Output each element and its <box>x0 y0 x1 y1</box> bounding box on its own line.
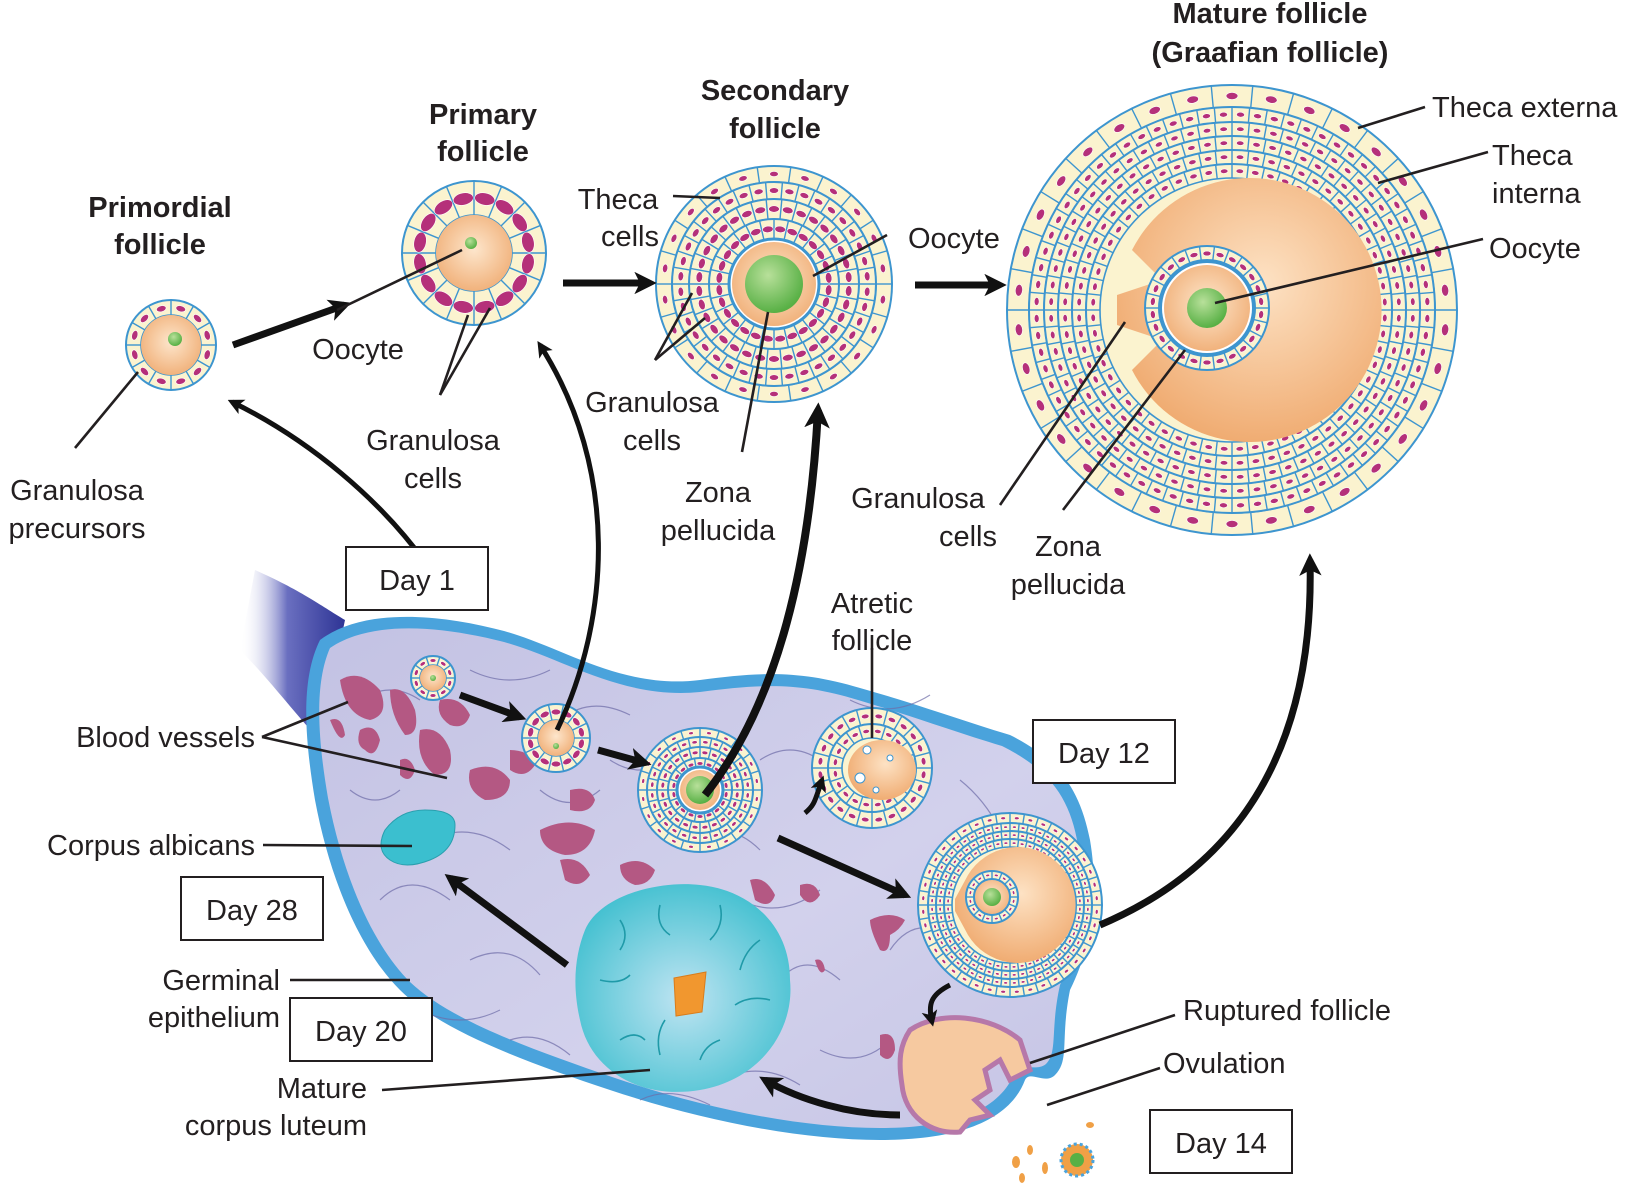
day-14-label: Day 14 <box>1175 1128 1267 1160</box>
label-mature-zona-line1: Zona <box>1035 531 1102 563</box>
title-secondary-line2: follicle <box>729 113 821 145</box>
label-primary-oocyte: Oocyte <box>312 334 404 366</box>
arrow-ovary-to-secondary <box>701 402 830 798</box>
title-mature-line1: Mature follicle <box>1173 0 1368 30</box>
day-box-14: Day 14 <box>1149 1109 1293 1174</box>
label-atretic-follicle-line1: Atretic <box>831 588 913 620</box>
label-mature-corpus-luteum-line2: corpus luteum <box>185 1110 367 1142</box>
secondary-follicle <box>655 165 893 403</box>
labels: Granulosa precursors Oocyte Granulosa ce… <box>9 92 1619 1142</box>
arrows <box>227 271 1322 1119</box>
arrow-to-rupture <box>921 982 952 1027</box>
label-ruptured-follicle: Ruptured follicle <box>1183 995 1391 1027</box>
day-box-1: Day 1 <box>345 546 489 611</box>
label-secondary-zona-line1: Zona <box>685 477 752 509</box>
day-12-label: Day 12 <box>1058 738 1150 770</box>
day-20-label: Day 20 <box>315 1016 407 1048</box>
label-atretic-follicle-line2: follicle <box>832 625 913 657</box>
oocyte <box>436 215 512 291</box>
arrow-ovary-to-primary <box>537 340 601 732</box>
label-primary-granulosa-line1: Granulosa <box>366 425 501 457</box>
day-box-28: Day 28 <box>180 876 324 941</box>
primordial-follicle <box>125 299 217 391</box>
label-secondary-oocyte: Oocyte <box>908 223 1000 255</box>
arrow-to-atretic <box>803 775 826 815</box>
arrow-primordial-to-primary <box>231 299 352 349</box>
label-secondary-granulosa-line2: cells <box>623 425 681 457</box>
label-blood-vessels: Blood vessels <box>76 722 255 754</box>
label-mature-granulosa-line2: cells <box>939 521 997 553</box>
title-secondary-line1: Secondary <box>701 75 849 107</box>
title-primordial-line1: Primordial <box>88 192 231 224</box>
title-primary-line1: Primary <box>429 99 537 131</box>
label-mature-granulosa-line1: Granulosa <box>851 483 986 515</box>
title-primary-line2: follicle <box>437 136 529 168</box>
released-oocyte <box>1012 1122 1095 1183</box>
oocyte-nucleus <box>686 776 714 804</box>
label-ovulation: Ovulation <box>1163 1048 1286 1080</box>
label-theca-cells-line1: Theca <box>578 184 659 216</box>
day-box-12: Day 12 <box>1032 719 1176 784</box>
follicles <box>125 84 1458 998</box>
label-theca-interna-line2: interna <box>1492 178 1582 210</box>
day-boxes: Day 1 Day 12 Day 14 Day 20 Day 28 <box>180 546 1293 1174</box>
oocyte <box>538 720 574 756</box>
label-mature-zona-line2: pellucida <box>1011 569 1126 601</box>
label-theca-externa: Theca externa <box>1432 92 1618 124</box>
arrow-rupture-to-luteum <box>759 1076 901 1119</box>
ovary-mature-follicle <box>917 812 1103 998</box>
label-granulosa-precursors-line1: Granulosa <box>10 475 145 507</box>
primary-follicle <box>401 180 547 326</box>
oocyte-nucleus <box>1187 288 1227 328</box>
label-secondary-granulosa-line1: Granulosa <box>585 387 720 419</box>
oocyte-nucleus <box>430 675 436 681</box>
ovary-primary-follicle <box>521 703 591 773</box>
arrow-small-2 <box>597 746 652 770</box>
mature-follicle <box>1006 84 1458 536</box>
day-box-20: Day 20 <box>289 997 433 1062</box>
label-secondary-zona-line2: pellucida <box>661 515 776 547</box>
arrow-luteum-to-albicans <box>444 873 570 968</box>
atretic-follicle <box>811 707 933 829</box>
label-theca-interna-line1: Theca <box>1492 140 1573 172</box>
oocyte-nucleus <box>745 255 803 313</box>
label-granulosa-precursors-line2: precursors <box>9 513 146 545</box>
label-germinal-epithelium-line1: Germinal <box>162 965 280 997</box>
stage-titles: Primordial follicle Primary follicle Sec… <box>88 0 1388 261</box>
oocyte <box>141 315 201 375</box>
oocyte-nucleus <box>465 237 477 249</box>
mature-corpus-luteum <box>575 884 791 1092</box>
label-corpus-albicans: Corpus albicans <box>47 830 255 862</box>
ovary-secondary-follicle <box>637 727 763 853</box>
oocyte-nucleus <box>553 743 559 749</box>
arrow-day1-to-primordial <box>227 399 428 564</box>
title-mature-line2: (Graafian follicle) <box>1152 37 1389 69</box>
title-primordial-line2: follicle <box>114 229 206 261</box>
corpus-albicans <box>380 809 456 866</box>
luteum-center <box>673 971 707 1017</box>
label-primary-granulosa-line2: cells <box>404 463 462 495</box>
arrow-ovary-to-mature <box>1098 553 1322 929</box>
label-theca-cells-line2: cells <box>601 221 659 253</box>
arrow-secondary-to-day12 <box>776 834 912 899</box>
arrow-small-1 <box>458 691 527 723</box>
ruptured-follicle <box>897 1015 1034 1135</box>
day-1-label: Day 1 <box>379 565 455 597</box>
ovary-primordial-follicle <box>410 655 456 701</box>
leader-lines <box>73 105 1489 1107</box>
label-germinal-epithelium-line2: epithelium <box>148 1002 280 1034</box>
label-mature-oocyte: Oocyte <box>1489 233 1581 265</box>
label-mature-corpus-luteum-line1: Mature <box>277 1073 367 1105</box>
day-28-label: Day 28 <box>206 895 298 927</box>
oocyte-nucleus <box>168 332 182 346</box>
